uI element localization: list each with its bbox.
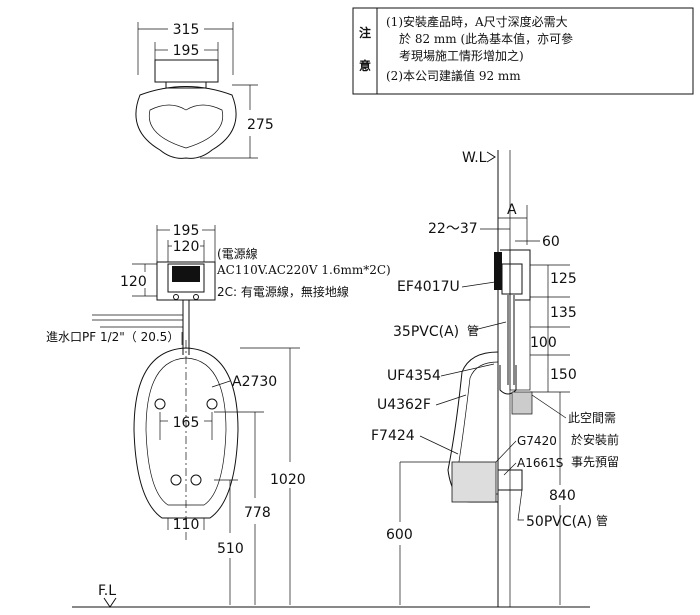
dim-195-front: 195: [173, 223, 200, 239]
part-50pvc-label: 50PVC(A): [526, 514, 592, 530]
note-heading-top: 注: [359, 25, 371, 40]
power-line-1: (電源線: [217, 246, 258, 261]
inlet-label: 進水口PF 1/2"（ 20.5）: [46, 330, 179, 344]
note-box: 注 意 (1)安裝產品時，A尺寸深度必需大 於 82 mm (此為基本值，亦可參…: [352, 7, 694, 95]
mark-pipe-50: 管: [596, 513, 608, 528]
dim-778: 778: [244, 505, 271, 521]
space-note-1: 此空間需: [568, 411, 616, 425]
power-line-3: 2C: 有電源線，無接地線: [217, 284, 349, 299]
dim-165: 165: [173, 415, 200, 431]
dim-100: 100: [530, 335, 557, 351]
dim-510: 510: [217, 541, 244, 557]
wall-label: W.L: [462, 150, 487, 166]
note-line-4: (2)本公司建議值 92 mm: [386, 68, 521, 83]
dim-120-height: 120: [120, 274, 147, 290]
side-view: W.L A 22～37 60 125 135 100 150: [371, 150, 619, 607]
note-line-1: (1)安裝產品時，A尺寸深度必需大: [386, 14, 568, 29]
floor-label: F.L: [98, 583, 116, 599]
part-35pvc-label: 35PVC(A): [393, 324, 459, 340]
dim-a: A: [507, 202, 517, 218]
space-note-2: 於安裝前: [571, 432, 619, 447]
part-ef4017u-label: EF4017U: [397, 279, 460, 295]
space-note-3: 事先預留: [571, 455, 619, 469]
part-a1661s-label: A1661S: [517, 456, 563, 470]
dim-195-top: 195: [173, 43, 200, 59]
dim-600: 600: [386, 527, 413, 543]
dim-125: 125: [550, 271, 577, 287]
part-g7420-label: G7420: [517, 434, 557, 448]
front-view: 195 120 120 (電源線 AC110V.AC220V 1.6mm*2C)…: [46, 223, 590, 608]
dim-22-37: 22～37: [428, 221, 478, 237]
top-view: 315 195 275: [135, 22, 274, 159]
dim-110: 110: [173, 517, 200, 533]
dim-840: 840: [549, 488, 576, 504]
part-u4362f-label: U4362F: [377, 397, 431, 413]
dim-60: 60: [542, 234, 560, 250]
dim-315: 315: [173, 22, 200, 38]
part-f7424-label: F7424: [371, 428, 415, 444]
dim-120-width: 120: [173, 239, 200, 255]
dim-275: 275: [247, 117, 274, 133]
dim-1020: 1020: [270, 472, 306, 488]
power-line-2: AC110V.AC220V 1.6mm*2C): [216, 263, 391, 277]
note-heading-bottom: 意: [359, 58, 371, 73]
dim-135: 135: [550, 305, 577, 321]
part-a2730-label: A2730: [232, 374, 277, 390]
note-line-3: 考現場施工情形增加之): [399, 49, 524, 63]
dim-150: 150: [550, 367, 577, 383]
note-line-2: 於 82 mm (此為基本值，亦可參: [399, 31, 573, 46]
part-uf4354-label: UF4354: [387, 368, 441, 384]
